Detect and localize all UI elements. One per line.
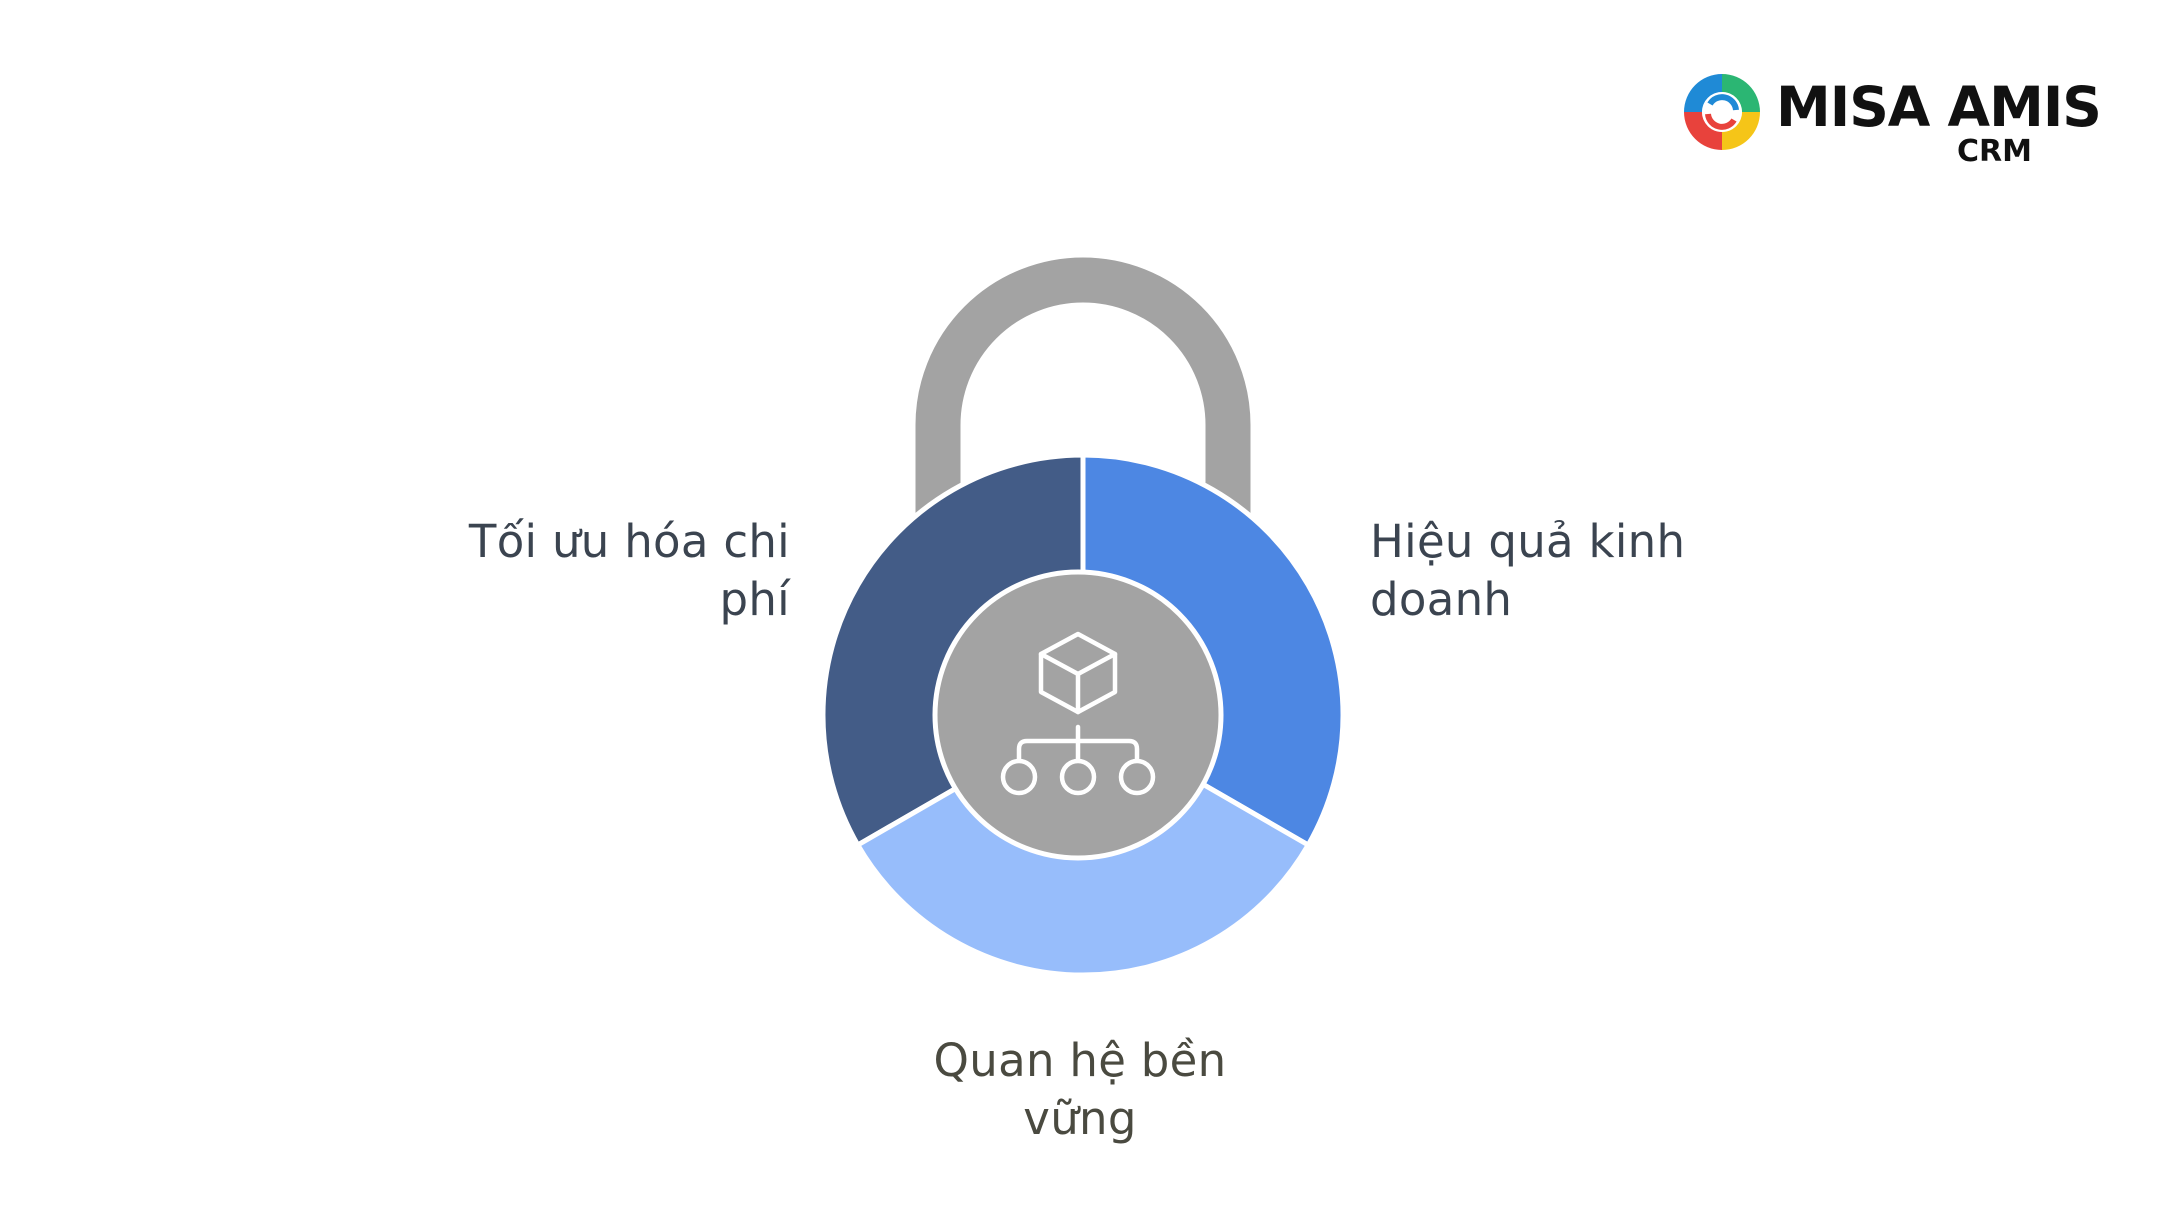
padlock-shackle bbox=[910, 252, 1256, 528]
label-sustainable-relationship-line2: vững bbox=[1023, 1092, 1137, 1145]
label-business-efficiency: Hiệu quả kinh doanh bbox=[1370, 513, 1770, 629]
misa-ring-logo-icon bbox=[1684, 74, 1760, 150]
center-disc bbox=[932, 569, 1224, 861]
label-cost-optimization: Tối ưu hóa chi phí bbox=[410, 513, 790, 629]
brand-name: MISA AMIS bbox=[1776, 75, 2102, 139]
label-sustainable-relationship: Quan hệ bền vững bbox=[880, 1032, 1280, 1148]
label-business-efficiency-line2: doanh bbox=[1370, 573, 1513, 626]
label-business-efficiency-line1: Hiệu quả kinh bbox=[1370, 515, 1686, 568]
label-sustainable-relationship-line1: Quan hệ bền bbox=[933, 1034, 1227, 1087]
misa-amis-logo: MISA AMIS CRM bbox=[1680, 70, 2102, 180]
label-cost-optimization-line2: phí bbox=[719, 573, 790, 626]
label-cost-optimization-line1: Tối ưu hóa chi bbox=[468, 515, 790, 568]
brand-product: CRM bbox=[1957, 134, 2032, 169]
cube-hierarchy-icon bbox=[1000, 631, 1156, 796]
